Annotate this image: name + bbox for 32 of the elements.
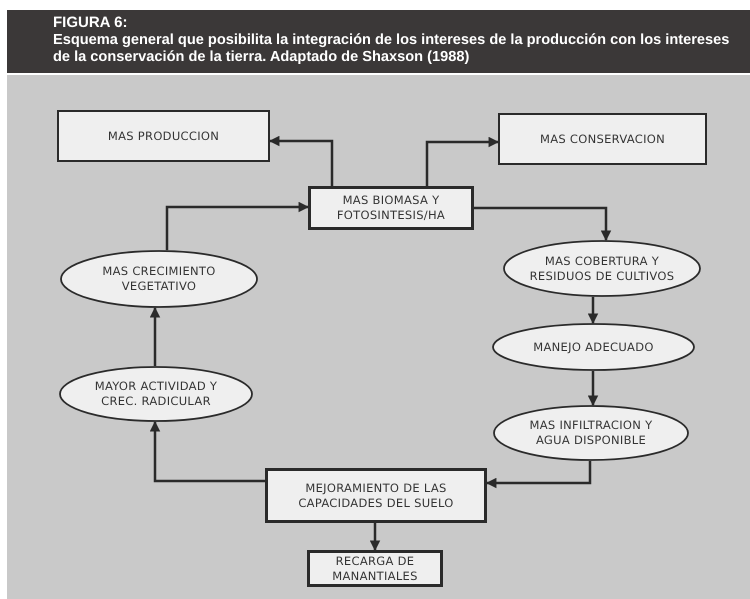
node-label: MAS PRODUCCION — [106, 128, 220, 144]
node-label: MAS COBERTURA Y RESIDUOS DE CULTIVOS — [528, 254, 676, 284]
node-label: MAS BIOMASA Y FOTOSINTESIS/HA — [336, 193, 446, 223]
node-label: MAS INFILTRACION Y AGUA DISPONIBLE — [528, 418, 654, 448]
node-label: MAS CONSERVACION — [538, 132, 666, 146]
arrow — [486, 461, 592, 488]
figure-title: FIGURA 6: — [53, 14, 128, 31]
node-label: MAYOR ACTIVIDAD Y CREC. RADICULAR — [94, 379, 218, 409]
process-box — [57, 110, 270, 162]
process-ellipse — [493, 405, 689, 461]
node-label: MANEJO ADECUADO — [532, 340, 655, 354]
arrow — [426, 136, 500, 186]
figure-caption: Esquema general que posibilita la integración de los intereses de la producción con los intereses de la conservación de la tierra. Adaptado de Shaxson (1988) — [53, 32, 730, 66]
arrow — [588, 296, 598, 324]
arrow — [268, 136, 334, 186]
process-ellipse — [503, 240, 701, 297]
arrow — [474, 206, 612, 242]
process-ellipse — [60, 250, 258, 308]
arrow — [166, 202, 310, 250]
process-ellipse — [492, 323, 695, 371]
process-ellipse — [59, 366, 253, 422]
node-label: RECARGA DE MANANTIALES — [331, 554, 419, 584]
process-box — [307, 550, 443, 587]
arrow — [150, 420, 265, 482]
arrow — [370, 523, 380, 552]
arrow — [150, 306, 160, 366]
node-label: MAS CRECIMIENTO VEGETATIVO — [101, 264, 217, 294]
process-box — [265, 468, 487, 523]
node-label: MEJORAMIENTO DE LAS CAPACIDADES DEL SUELO — [297, 480, 455, 510]
process-box — [498, 113, 707, 165]
process-box — [308, 186, 474, 230]
arrow — [588, 371, 598, 406]
